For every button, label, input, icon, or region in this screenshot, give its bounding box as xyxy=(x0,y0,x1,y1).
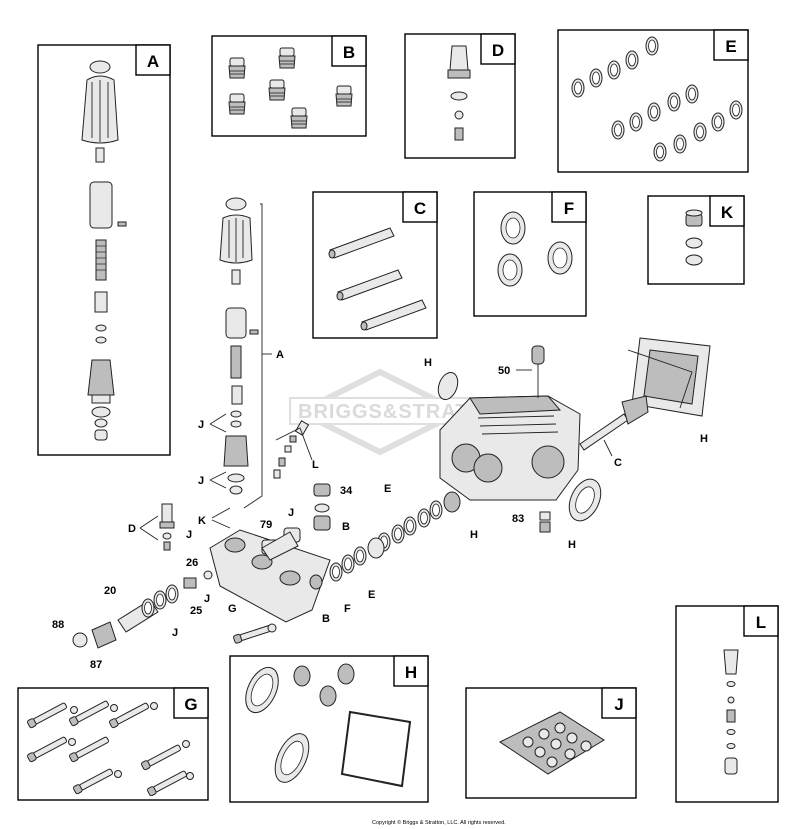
watermark-logo: BRIGGS&STRATTON xyxy=(289,368,512,456)
kit-box-e: E xyxy=(557,29,749,173)
callout-h: H xyxy=(700,433,708,445)
callout-d: D xyxy=(128,523,136,535)
kit-box-c: C xyxy=(312,191,438,339)
callout-c: C xyxy=(614,457,622,469)
callout-87: 87 xyxy=(90,659,102,671)
callout-26: 26 xyxy=(186,557,198,569)
unloader-assembly xyxy=(219,197,272,509)
callout-50: 50 xyxy=(498,365,510,377)
kit-box-label: L xyxy=(756,613,766,632)
valve-stack-l xyxy=(273,420,313,479)
kit-box-d: D xyxy=(404,33,516,159)
kit-box-label: A xyxy=(147,52,159,71)
callout-l: L xyxy=(312,459,319,471)
callout-h: H xyxy=(424,357,432,369)
kit-box-label: F xyxy=(564,199,574,218)
kit-box-k: K xyxy=(647,195,745,285)
callout-83: 83 xyxy=(512,513,524,525)
callout-j: J xyxy=(198,475,204,487)
kit-box-label: B xyxy=(343,43,355,62)
callout-g: G xyxy=(228,603,237,615)
kit-box-a: A xyxy=(37,44,171,456)
callout-34: 34 xyxy=(340,485,353,497)
callout-j: J xyxy=(198,419,204,431)
cover-plate xyxy=(627,337,711,417)
callout-j: J xyxy=(288,507,294,519)
callout-b: B xyxy=(322,613,330,625)
callout-25: 25 xyxy=(190,605,202,617)
callout-79: 79 xyxy=(260,519,272,531)
callout-20: 20 xyxy=(104,585,116,597)
copyright-text: Copyright © Briggs & Stratton, LLC. All … xyxy=(372,819,506,826)
kit-box-label: E xyxy=(725,37,736,56)
kit-box-label: C xyxy=(414,199,426,218)
pump-body xyxy=(439,345,581,501)
kit-box-h: H xyxy=(229,655,429,803)
callout-a: A xyxy=(276,349,284,361)
seal-ring-h xyxy=(437,371,602,522)
kit-box-label: J xyxy=(614,695,623,714)
kit-box-b: B xyxy=(211,35,367,137)
kit-box-label: D xyxy=(492,41,504,60)
crankshaft xyxy=(579,395,649,451)
callout-j: J xyxy=(204,593,210,605)
callout-88: 88 xyxy=(52,619,64,631)
callout-labels: A H 50 H C L J J 34 E J K B 79 D J H 83 … xyxy=(52,349,708,671)
callout-k: K xyxy=(198,515,206,527)
kit-box-j: J xyxy=(465,687,637,799)
callout-j: J xyxy=(172,627,178,639)
kit-box-label: H xyxy=(405,663,417,682)
callout-e: E xyxy=(368,589,375,601)
callout-h: H xyxy=(470,529,478,541)
callout-f: F xyxy=(344,603,351,615)
kit-box-label: G xyxy=(184,695,197,714)
kit-box-label: K xyxy=(721,203,734,222)
kit-box-l: L xyxy=(675,605,779,803)
callout-h: H xyxy=(568,539,576,551)
kit-box-g: G xyxy=(17,687,209,801)
callout-e: E xyxy=(384,483,391,495)
seal-chain xyxy=(309,483,551,590)
fittings xyxy=(72,503,299,649)
callout-j: J xyxy=(186,529,192,541)
callout-b: B xyxy=(342,521,350,533)
kit-box-f: F xyxy=(473,191,587,317)
